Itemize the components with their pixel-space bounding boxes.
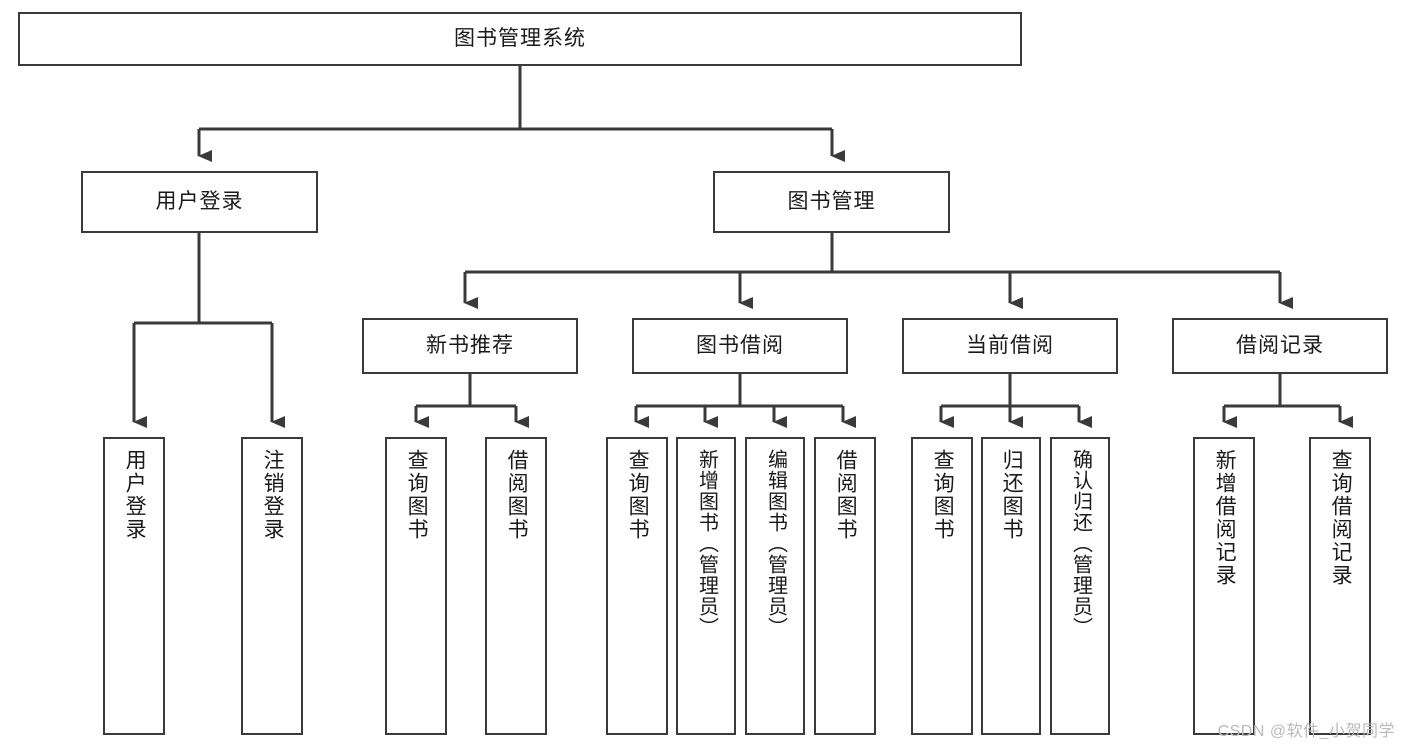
node-user-login-label: 用户登录 — [155, 190, 244, 214]
node-leaf-add-book-admin-label: 新增图书（管理员） — [695, 449, 718, 638]
node-leaf-add-borrow-record[interactable]: 新增借阅记录 — [1193, 437, 1255, 735]
node-leaf-confirm-return-admin[interactable]: 确认归还（管理员） — [1050, 437, 1110, 735]
node-leaf-borrow-book-label: 借阅图书 — [834, 449, 858, 541]
node-leaf-search-book-recommend-label: 查询图书 — [405, 449, 429, 541]
node-root-label: 图书管理系统 — [454, 27, 586, 51]
node-new-book-recommend[interactable]: 新书推荐 — [362, 318, 578, 374]
node-leaf-edit-book-admin-label: 编辑图书（管理员） — [764, 449, 787, 638]
node-user-login[interactable]: 用户登录 — [81, 171, 318, 233]
node-leaf-return-book-label: 归还图书 — [1000, 449, 1024, 541]
node-leaf-search-borrow-record[interactable]: 查询借阅记录 — [1309, 437, 1371, 735]
node-current-borrow-label: 当前借阅 — [966, 334, 1054, 358]
node-leaf-search-book-borrow[interactable]: 查询图书 — [606, 437, 668, 735]
node-leaf-search-book-borrow-label: 查询图书 — [626, 449, 650, 541]
node-leaf-borrow-book[interactable]: 借阅图书 — [814, 437, 876, 735]
node-leaf-confirm-return-admin-label: 确认归还（管理员） — [1069, 449, 1092, 638]
node-leaf-search-borrow-record-label: 查询借阅记录 — [1329, 449, 1353, 587]
node-leaf-edit-book-admin[interactable]: 编辑图书（管理员） — [745, 437, 805, 735]
node-leaf-user-login-label: 用户登录 — [123, 449, 147, 541]
node-leaf-search-book-current[interactable]: 查询图书 — [911, 437, 973, 735]
node-leaf-search-book-recommend[interactable]: 查询图书 — [385, 437, 447, 735]
node-leaf-add-borrow-record-label: 新增借阅记录 — [1213, 449, 1237, 587]
node-book-management[interactable]: 图书管理 — [713, 171, 950, 233]
node-leaf-user-login[interactable]: 用户登录 — [103, 437, 165, 735]
node-leaf-add-book-admin[interactable]: 新增图书（管理员） — [676, 437, 736, 735]
node-borrow-record[interactable]: 借阅记录 — [1172, 318, 1388, 374]
node-new-book-recommend-label: 新书推荐 — [426, 334, 514, 358]
node-root[interactable]: 图书管理系统 — [18, 12, 1022, 66]
node-current-borrow[interactable]: 当前借阅 — [902, 318, 1118, 374]
node-book-borrow-label: 图书借阅 — [696, 334, 784, 358]
node-leaf-borrow-book-recommend[interactable]: 借阅图书 — [485, 437, 547, 735]
node-borrow-record-label: 借阅记录 — [1236, 334, 1324, 358]
node-book-management-label: 图书管理 — [787, 190, 876, 214]
node-leaf-return-book[interactable]: 归还图书 — [981, 437, 1041, 735]
node-leaf-search-book-current-label: 查询图书 — [931, 449, 955, 541]
node-leaf-borrow-book-recommend-label: 借阅图书 — [505, 449, 529, 541]
node-book-borrow[interactable]: 图书借阅 — [632, 318, 848, 374]
csdn-watermark: CSDN @软件_小贺同学 — [1217, 723, 1395, 740]
node-leaf-logout[interactable]: 注销登录 — [241, 437, 303, 735]
node-leaf-logout-label: 注销登录 — [261, 449, 285, 541]
